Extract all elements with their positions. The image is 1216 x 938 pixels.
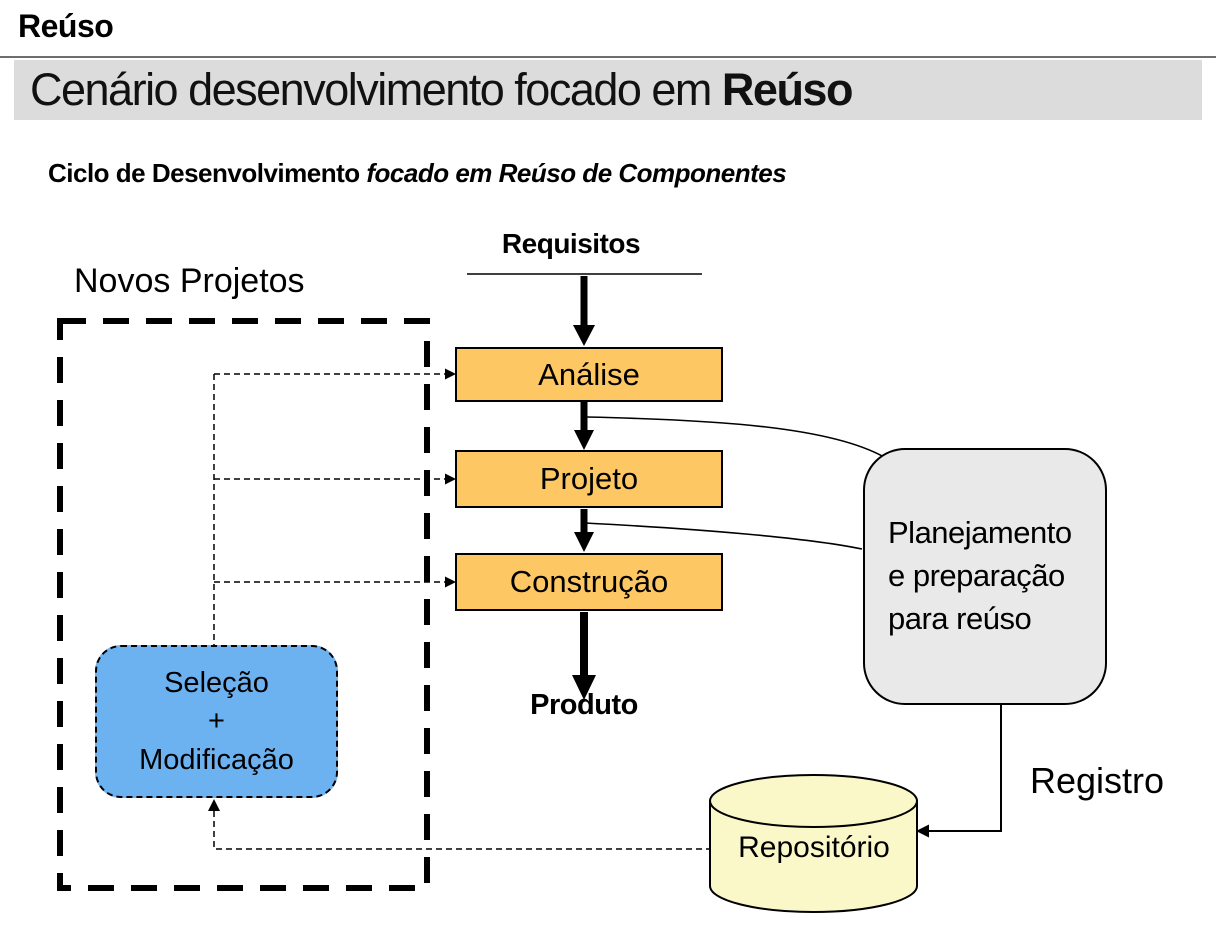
dashed-feedback-repositorio-to-selecao <box>208 799 712 850</box>
planejamento-line-1: Planejamento <box>888 515 1072 551</box>
slide-title-regular: Cenário desenvolvimento focado em <box>30 64 722 115</box>
construcao-box: Construção <box>455 553 723 611</box>
registro-label: Registro <box>1030 760 1165 801</box>
dashed-arrow-to-projeto <box>214 473 456 485</box>
requisitos-label: Requisitos <box>501 228 641 259</box>
produto-label: Produto <box>530 689 638 721</box>
selecao-line: Seleção <box>164 666 269 699</box>
curve-projeto-to-planejamento <box>584 522 863 550</box>
projeto-box: Projeto <box>455 450 723 508</box>
modificacao-line: Modificação <box>139 743 294 776</box>
dashed-arrow-to-construcao <box>214 576 456 588</box>
slide-title-banner: Cenário desenvolvimento focado em Reúso <box>14 60 1202 120</box>
dashed-arrow-to-analise <box>214 368 456 380</box>
novos-projetos-label: Novos Projetos <box>74 262 305 300</box>
curve-analise-to-planejamento <box>586 416 885 458</box>
header-divider <box>0 56 1216 58</box>
slide-subtitle: Ciclo de Desenvolvimento focado em Reúso… <box>48 158 787 189</box>
arrow-analise-to-projeto <box>574 402 594 450</box>
plus-line: + <box>208 705 225 738</box>
arrow-construcao-to-produto <box>572 612 596 700</box>
slide-title: Cenário desenvolvimento focado em Reúso <box>14 64 854 116</box>
subtitle-italic: focado em Reúso de Componentes <box>366 158 787 188</box>
slide-title-bold: Reúso <box>721 64 854 115</box>
planejamento-box: Planejamento e preparação para reúso <box>863 448 1107 705</box>
planejamento-line-3: para reúso <box>888 600 1032 636</box>
repository-cylinder <box>709 774 918 913</box>
analise-box: Análise <box>455 347 723 402</box>
repositorio-label: Repositório <box>738 831 890 864</box>
page-title: Reúso <box>18 8 114 44</box>
selecao-modificacao-box: Seleção + Modificação <box>95 645 338 798</box>
novos-projetos-frame <box>57 318 430 891</box>
registro-connector <box>916 704 1002 838</box>
subtitle-regular: Ciclo de Desenvolvimento <box>48 158 367 188</box>
planejamento-line-2: e preparação <box>888 558 1065 594</box>
arrow-requisitos-to-analise <box>573 276 595 346</box>
arrow-projeto-to-construcao <box>574 509 594 552</box>
